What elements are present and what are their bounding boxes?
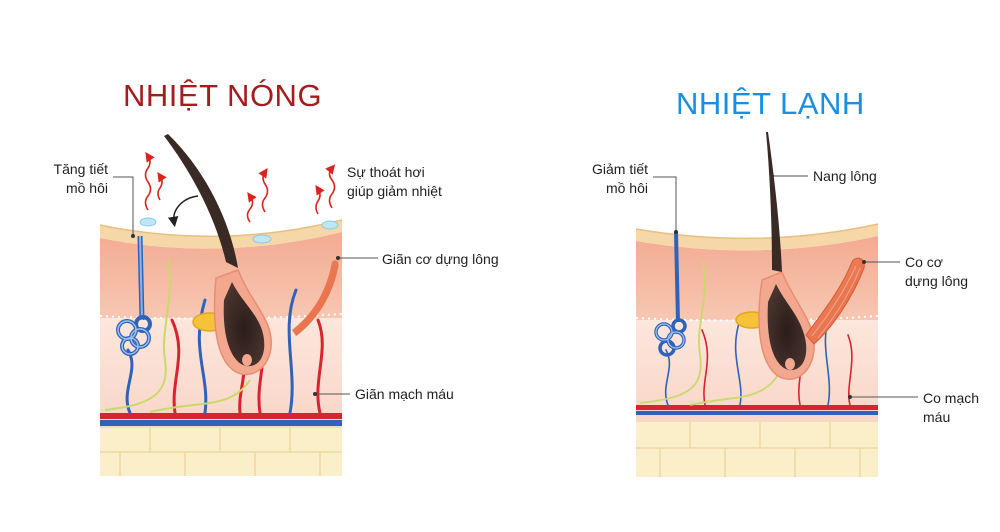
hot-upper-dermis [100,232,342,318]
cold-fat-layer [636,422,878,477]
cold-epidermis [636,224,878,251]
hot-arrector-muscle [292,260,339,336]
cold-vessels-label-line2: máu [923,409,951,425]
cold-hair-bulb [767,284,807,371]
cold-sweat-label: Giảm tiết mồ hôi [568,160,648,198]
cold-leader-dots [674,174,866,399]
cold-muscle-label-line2: dựng lông [905,273,969,289]
cold-nerves [639,261,779,406]
cold-artery-band [636,405,878,410]
cold-sweat-label-line2: mồ hôi [605,180,648,196]
hot-sweat-droplets [139,217,339,244]
cold-skin-diagram [635,132,918,477]
hot-evaporation-label-line1: Sự thoát hơi [347,164,425,180]
hot-fat-cells [100,428,342,476]
cold-vein-band [636,411,878,415]
cold-dotted-line [635,315,879,322]
hot-sweat-label: Tăng tiết mồ hôi [28,160,108,198]
cold-sweat-duct [674,231,680,323]
hot-heat-arrows [144,152,336,223]
hot-evaporation-label: Sự thoát hơi giúp giảm nhiệt [347,163,442,201]
cold-follicle-label: Nang lông [813,168,877,184]
cold-leader-lines [653,175,918,398]
hot-hair-shaft [164,134,238,268]
hot-sweat-label-line1: Tăng tiết [53,161,108,177]
hot-muscle-label: Giãn cơ dựng lông [382,251,499,267]
cold-muscle-label: Co cơ dựng lông [905,253,968,291]
hot-leader-lines [113,176,378,395]
hot-evaporation-arrow [167,195,199,228]
hot-hair-bulb [223,282,265,367]
cold-vessels-label-line1: Co mạch [923,390,980,406]
hot-title: NHIỆT NÓNG [123,78,323,113]
cold-sweat-label-line1: Giảm tiết [591,161,648,177]
hot-leader-dots [131,234,340,396]
hot-vein-band [100,420,342,426]
hot-artery-band [100,413,342,419]
hot-epidermis [100,220,342,249]
cold-muscle-label-line1: Co cơ [905,254,943,270]
hot-evaporation-label-line2: giúp giảm nhiệt [347,183,442,199]
hot-skin-diagram [99,134,378,476]
hot-vessels-label: Giãn mạch máu [355,386,454,402]
hot-sweat-label-line2: mồ hôi [65,180,108,196]
cold-hair-shaft [766,132,782,272]
hot-nerves [104,259,251,413]
cold-fat-cells [636,422,878,477]
cold-title: NHIỆT LẠNH [676,86,865,121]
cold-vessels-label: Co mạch máu [923,389,979,427]
cold-upper-dermis [636,236,878,320]
